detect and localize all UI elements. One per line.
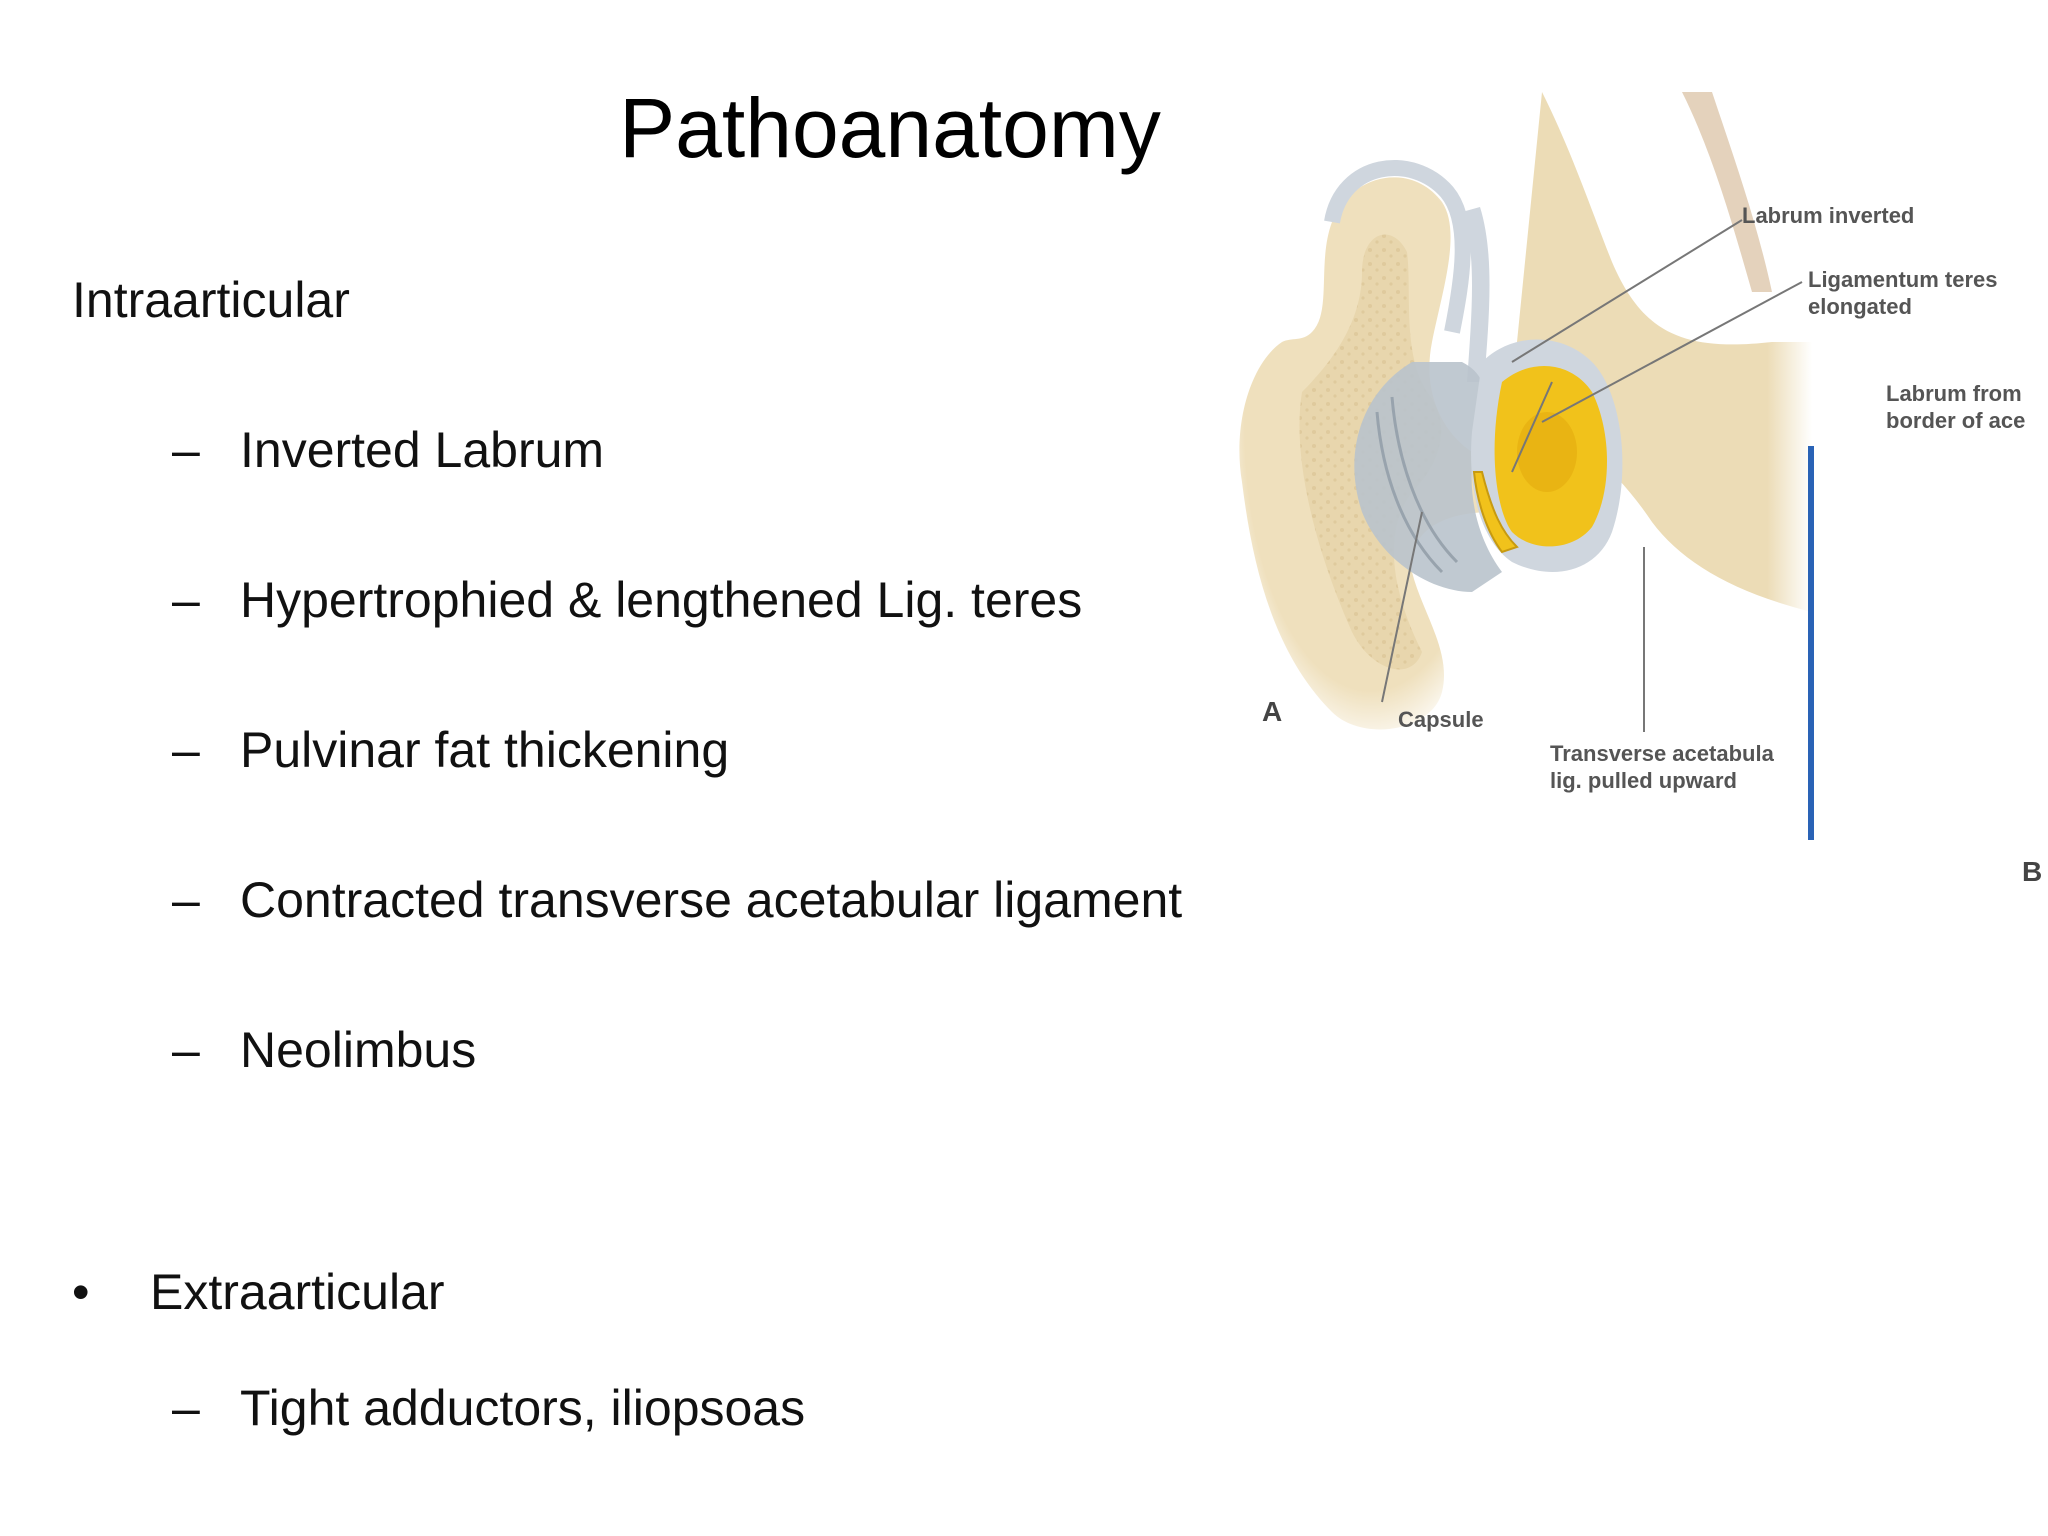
- joint-capsule: [1354, 362, 1502, 592]
- list-item: –Contracted transverse acetabular ligame…: [172, 868, 1182, 932]
- extraarticular-bullet: • Extraarticular: [72, 1260, 445, 1324]
- dash-marker: –: [172, 422, 200, 478]
- bullet-marker: •: [72, 1264, 90, 1320]
- slide-title: Pathoanatomy: [619, 81, 1161, 175]
- label-transverse-acetabular-ligament: Transverse acetabula lig. pulled upward: [1550, 741, 1774, 793]
- list-item-text: Contracted transverse acetabular ligamen…: [240, 872, 1183, 928]
- label-ligamentum-teres: Ligamentum teres elongated: [1808, 267, 1998, 319]
- list-item: –Hypertrophied & lengthened Lig. teres: [172, 568, 1082, 632]
- list-item: –Pulvinar fat thickening: [172, 718, 729, 782]
- femoral-head-cartilage: [1324, 160, 1471, 334]
- hip-joint-illustration: [1239, 92, 1812, 732]
- list-item-text: Pulvinar fat thickening: [240, 722, 730, 778]
- label-labrum-inverted: Labrum inverted: [1742, 203, 1915, 228]
- pelvis-bone: [1512, 92, 1812, 612]
- dash-marker: –: [172, 572, 200, 628]
- list-item-text: Hypertrophied & lengthened Lig. teres: [240, 572, 1083, 628]
- iliac-muscle-band: [1682, 92, 1772, 292]
- panel-label-a: A: [1262, 696, 1283, 727]
- panel-b-frame: [1808, 446, 2048, 840]
- extraarticular-heading: Extraarticular: [150, 1264, 445, 1320]
- list-item: –Tight adductors, iliopsoas: [172, 1376, 805, 1440]
- list-item-text: Tight adductors, iliopsoas: [240, 1380, 806, 1436]
- label-labrum-from-border: Labrum from border of ace: [1886, 381, 2026, 433]
- intraarticular-heading: Intraarticular: [72, 272, 350, 328]
- list-item: –Inverted Labrum: [172, 418, 604, 482]
- dash-marker: –: [172, 722, 200, 778]
- dash-marker: –: [172, 1380, 200, 1436]
- label-capsule: Capsule: [1398, 707, 1484, 732]
- list-item: –Neolimbus: [172, 1018, 476, 1082]
- ligamentum-teres: [1472, 471, 1519, 554]
- list-item-text: Neolimbus: [240, 1022, 477, 1078]
- panel-label-b: B: [2022, 856, 2043, 887]
- list-item-text: Inverted Labrum: [240, 422, 605, 478]
- text-content: Intraarticular –Inverted Labrum –Hypertr…: [72, 272, 1182, 1440]
- labrum-inverted-strand: [1462, 207, 1490, 382]
- dash-marker: –: [172, 1022, 200, 1078]
- dash-marker: –: [172, 872, 200, 928]
